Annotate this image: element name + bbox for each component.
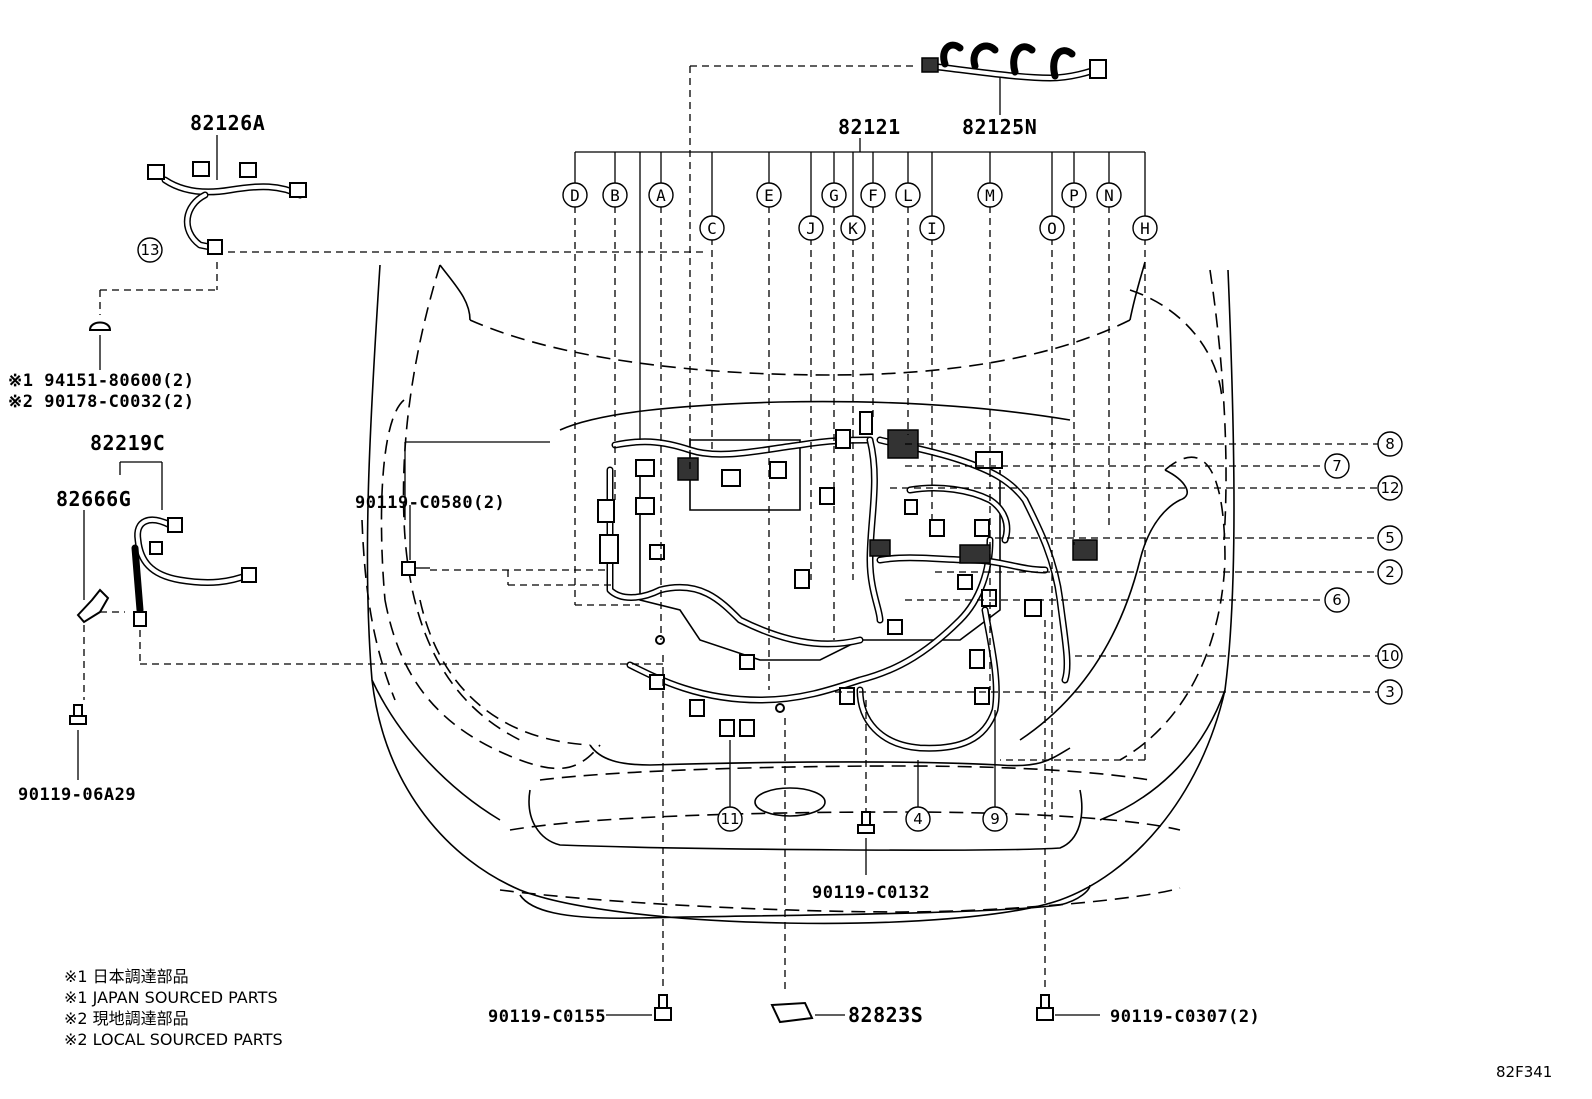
svg-text:2: 2 xyxy=(1385,563,1395,581)
diagram-reference-code: 82F341 xyxy=(1496,1063,1552,1081)
part-90119-C0132: 90119-C0132 xyxy=(812,883,930,903)
letter-marker-b: B xyxy=(602,182,628,208)
callout-13: 13 xyxy=(137,237,163,263)
svg-text:13: 13 xyxy=(140,241,159,259)
svg-text:C: C xyxy=(707,219,717,238)
svg-text:E: E xyxy=(764,186,774,205)
svg-text:F: F xyxy=(868,186,878,205)
part-82121: 82121 xyxy=(838,115,901,139)
svg-text:D: D xyxy=(570,186,580,205)
svg-text:O: O xyxy=(1047,219,1057,238)
svg-text:8: 8 xyxy=(1385,435,1395,453)
harness-82126A-drawing xyxy=(88,161,307,331)
svg-text:P: P xyxy=(1069,186,1079,205)
letter-marker-m: M xyxy=(977,182,1003,208)
letter-marker-p: P xyxy=(1061,182,1087,208)
svg-text:B: B xyxy=(610,186,620,205)
letter-marker-k: K xyxy=(840,215,866,241)
svg-text:9: 9 xyxy=(990,810,1000,828)
note-local-sourced-jp: ※2 現地調達部品 xyxy=(64,1009,189,1028)
svg-text:J: J xyxy=(806,219,816,238)
callout-10: 10 xyxy=(1377,643,1403,669)
part-number-labels: 82126A 82121 82125N 82219C 82666G 82823S… xyxy=(8,111,1260,1027)
part-82666G: 82666G xyxy=(56,487,131,511)
vehicle-body-outline xyxy=(361,261,1235,925)
letter-marker-f: F xyxy=(860,182,886,208)
leader-lines-left xyxy=(77,135,705,780)
part-82125N: 82125N xyxy=(962,115,1037,139)
svg-text:I: I xyxy=(927,219,937,238)
letter-marker-l: L xyxy=(895,182,921,208)
svg-text:6: 6 xyxy=(1332,591,1342,609)
harness-82219C-drawing xyxy=(76,516,257,627)
callout-5: 5 xyxy=(1377,525,1403,551)
svg-text:7: 7 xyxy=(1332,457,1342,475)
svg-text:N: N xyxy=(1104,186,1114,205)
svg-text:5: 5 xyxy=(1385,529,1395,547)
callout-11: 11 xyxy=(717,806,743,832)
note-japan-sourced-jp: ※1 日本調達部品 xyxy=(64,967,189,986)
svg-text:K: K xyxy=(848,219,858,238)
note-japan-sourced-en: ※1 JAPAN SOURCED PARTS xyxy=(64,988,278,1007)
letter-marker-o: O xyxy=(1039,215,1065,241)
part-82126A: 82126A xyxy=(190,111,265,135)
svg-text:11: 11 xyxy=(720,810,739,828)
engine-wire-harness xyxy=(597,411,1098,752)
letter-marker-c: C xyxy=(699,215,725,241)
letter-marker-a: A xyxy=(648,182,674,208)
letter-markers: D B A C E J G K F L I M O P N H xyxy=(562,182,1158,241)
letter-marker-d: D xyxy=(562,182,588,208)
note-local-sourced-en: ※2 LOCAL SOURCED PARTS xyxy=(64,1030,283,1049)
callout-3: 3 xyxy=(1377,679,1403,705)
svg-text:M: M xyxy=(985,186,995,205)
letter-marker-i: I xyxy=(919,215,945,241)
callout-6: 6 xyxy=(1324,587,1350,613)
part-90178-C0032: ※2 90178-C0032(2) xyxy=(8,392,195,412)
svg-text:L: L xyxy=(903,186,913,205)
bolt-icons xyxy=(69,561,1054,1024)
part-90119-C0307: 90119-C0307(2) xyxy=(1110,1007,1260,1027)
callout-7: 7 xyxy=(1324,453,1350,479)
part-94151-80600: ※1 94151-80600(2) xyxy=(8,371,195,391)
letter-marker-g: G xyxy=(821,182,847,208)
letter-marker-h: H xyxy=(1132,215,1158,241)
leader-lines-callouts xyxy=(729,443,1378,807)
svg-text:10: 10 xyxy=(1380,647,1399,665)
leader-lines-bottom xyxy=(606,620,1100,1016)
callout-12: 12 xyxy=(1377,475,1403,501)
svg-text:12: 12 xyxy=(1380,479,1399,497)
callout-4: 4 xyxy=(905,806,931,832)
callout-9: 9 xyxy=(982,806,1008,832)
part-90119-06A29: 90119-06A29 xyxy=(18,785,136,805)
part-82219C: 82219C xyxy=(90,431,165,455)
callout-2: 2 xyxy=(1377,559,1403,585)
letter-marker-n: N xyxy=(1096,182,1122,208)
harness-82125N-drawing xyxy=(921,41,1107,82)
svg-text:H: H xyxy=(1140,219,1150,238)
letter-marker-j: J xyxy=(798,215,824,241)
sourcing-notes: ※1 日本調達部品 ※1 JAPAN SOURCED PARTS ※2 現地調達… xyxy=(64,967,283,1049)
svg-text:A: A xyxy=(656,186,666,205)
part-90119-C0155: 90119-C0155 xyxy=(488,1007,606,1027)
part-82823S: 82823S xyxy=(848,1003,923,1027)
number-callouts: 8 7 12 5 2 6 10 3 4 9 11 13 xyxy=(137,237,1403,832)
leader-lines-82121 xyxy=(574,65,1146,820)
callout-8: 8 xyxy=(1377,431,1403,457)
svg-text:4: 4 xyxy=(913,810,923,828)
svg-text:G: G xyxy=(829,186,839,205)
svg-text:3: 3 xyxy=(1385,683,1395,701)
letter-marker-e: E xyxy=(756,182,782,208)
part-90119-C0580: 90119-C0580(2) xyxy=(355,493,505,513)
